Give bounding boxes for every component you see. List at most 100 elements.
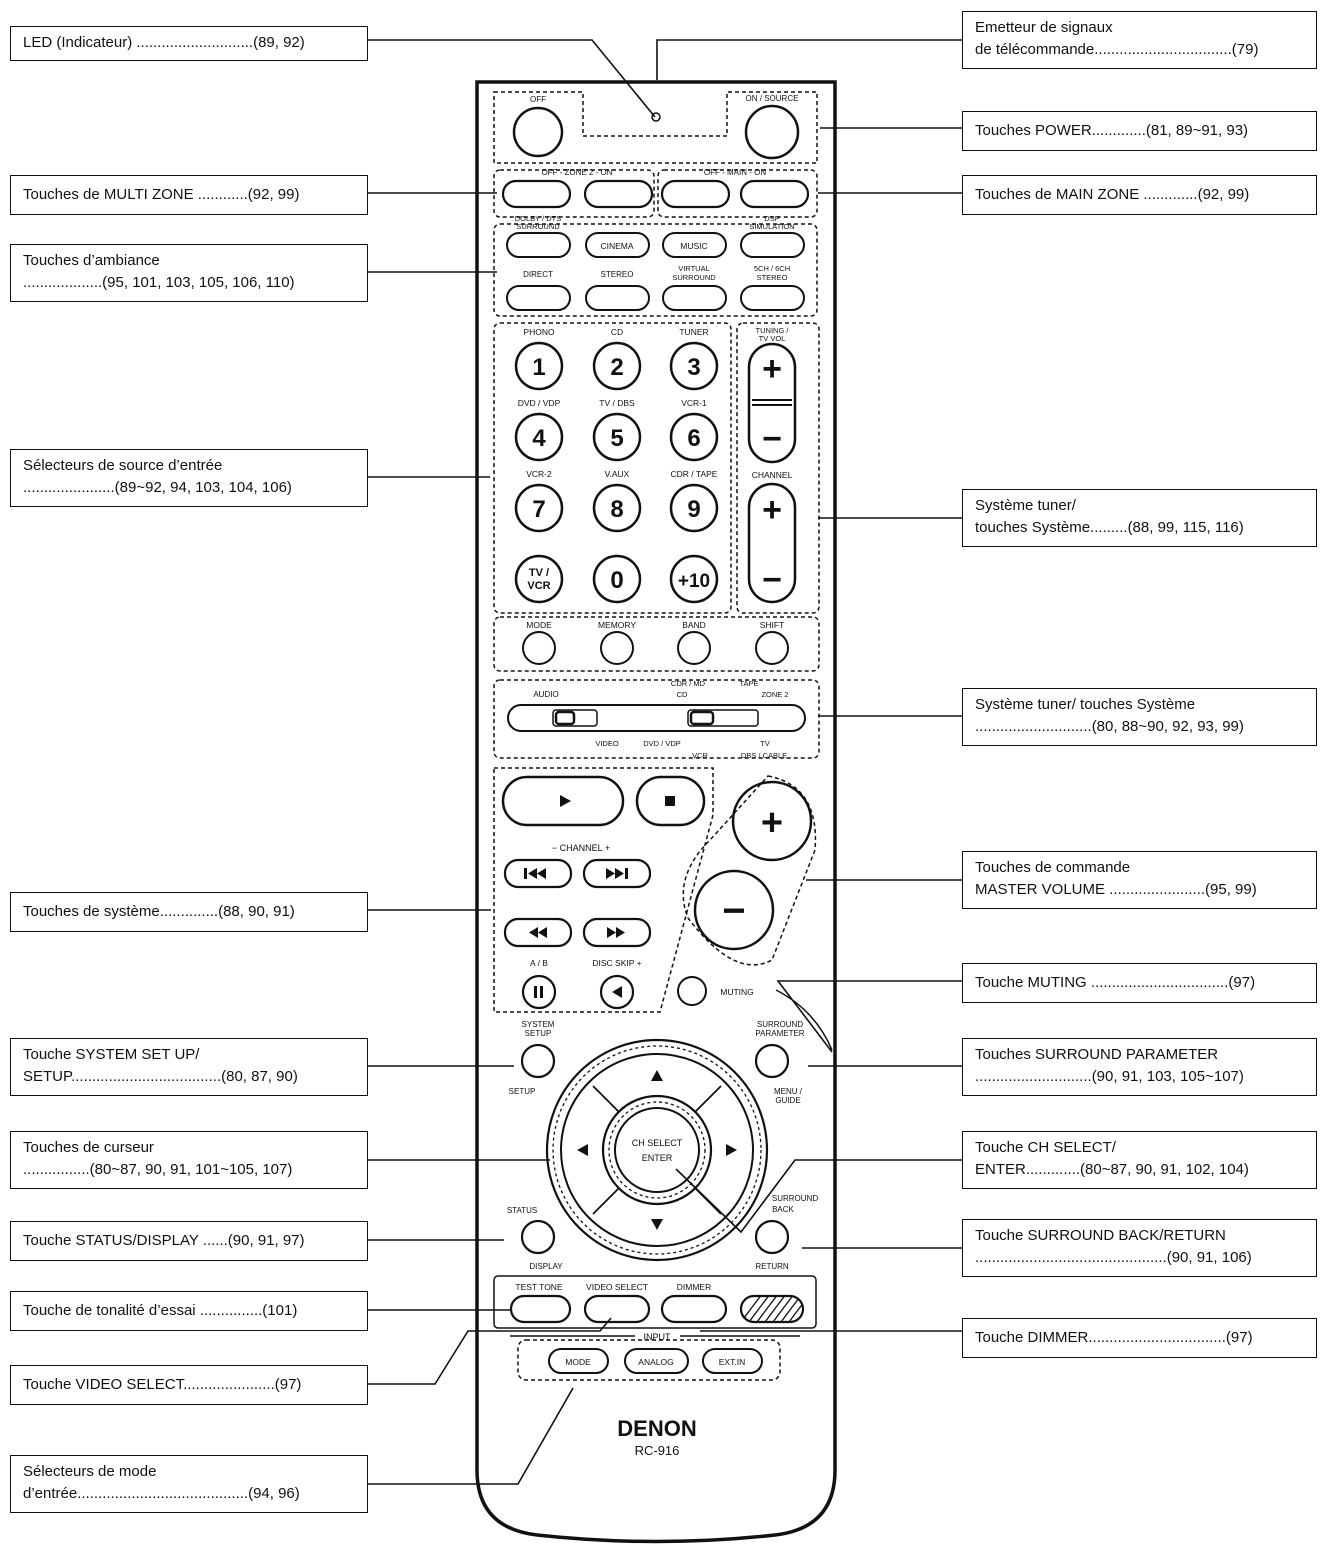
- status-label: STATUS: [507, 1206, 537, 1215]
- band-label: BAND: [682, 620, 706, 630]
- channel-label: CHANNEL: [752, 470, 793, 480]
- power-off-button[interactable]: [512, 106, 564, 158]
- remote-body: [475, 80, 837, 1544]
- callout-power: Touches POWER.............(81, 89~91, 93…: [962, 111, 1317, 151]
- key-5[interactable]: 5: [610, 425, 623, 452]
- callout-ch-select: Touche CH SELECT/ ENTER.............(80~…: [962, 1131, 1317, 1189]
- dimmer-label: DIMMER: [677, 1282, 711, 1292]
- tuner-label: TUNER: [679, 327, 708, 337]
- off-label: OFF: [530, 95, 546, 104]
- music-label: MUSIC: [680, 241, 707, 251]
- callout-tuner-2: Système tuner/ touches Système .........…: [962, 688, 1317, 746]
- key-tv-vcr-2[interactable]: VCR: [527, 580, 550, 592]
- key-tv-vcr[interactable]: TV /: [529, 567, 549, 579]
- channel-transport-label: − CHANNEL +: [552, 843, 610, 853]
- key-7[interactable]: 7: [532, 496, 545, 523]
- callout-status-display: Touche STATUS/DISPLAY ......(90, 91, 97): [10, 1221, 368, 1261]
- callout-surround-back: Touche SURROUND BACK/RETURN ............…: [962, 1219, 1317, 1277]
- key-3[interactable]: 3: [687, 354, 700, 381]
- system-label: SYSTEM: [522, 1020, 555, 1029]
- surround-back-label: SURROUND: [772, 1194, 818, 1203]
- dvd-vdp-label: DVD / VDP: [518, 398, 561, 408]
- zone2-switch-label: ZONE 2: [761, 690, 788, 699]
- input-label: INPUT: [644, 1332, 672, 1342]
- channel-up-button[interactable]: +: [762, 491, 782, 529]
- key-4[interactable]: 4: [532, 425, 546, 452]
- callout-system-setup: Touche SYSTEM SET UP/ SETUP.............…: [10, 1038, 368, 1096]
- tuning-down-button[interactable]: −: [762, 420, 782, 458]
- video-select-label: VIDEO SELECT: [586, 1282, 648, 1292]
- cdr-tape-label: CDR / TAPE: [671, 469, 718, 479]
- zone2-label: OFF - ZONE 2 - ON: [541, 168, 612, 177]
- system-setup-label: SETUP: [525, 1029, 552, 1038]
- callout-surround-parameter: Touches SURROUND PARAMETER .............…: [962, 1038, 1317, 1096]
- model-label: RC-916: [635, 1443, 680, 1458]
- ab-label: A / B: [530, 958, 548, 968]
- dolby-label: DOLBY / DTS: [515, 214, 562, 223]
- ext-in-button[interactable]: EXT.IN: [719, 1357, 745, 1367]
- phono-label: PHONO: [523, 327, 555, 337]
- on-source-label: ON / SOURCE: [746, 94, 799, 103]
- callout-tonalite: Touche de tonalité d’essai .............…: [10, 1291, 368, 1331]
- callout-systeme: Touches de système..............(88, 90,…: [10, 892, 368, 932]
- callout-multi-zone: Touches de MULTI ZONE ............(92, 9…: [10, 175, 368, 215]
- shift-label: SHIFT: [760, 620, 785, 630]
- ch-select-button[interactable]: CH SELECT: [632, 1138, 683, 1148]
- callout-muting: Touche MUTING ..........................…: [962, 963, 1317, 1003]
- muting-label: MUTING: [720, 987, 754, 997]
- enter-button[interactable]: ENTER: [642, 1153, 673, 1163]
- callout-ambiance: Touches d’ambiance ...................(9…: [10, 244, 368, 302]
- callout-curseur: Touches de curseur ................(80~8…: [10, 1131, 368, 1189]
- brand-logo: DENON: [617, 1416, 696, 1441]
- parameter-label: PARAMETER: [755, 1029, 804, 1038]
- tv-vol-label: TV VOL: [759, 334, 786, 343]
- vcr1-label: VCR-1: [681, 398, 707, 408]
- disc-skip-label: DISC SKIP +: [592, 958, 641, 968]
- callout-emetteur: Emetteur de signaux de télécommande.....…: [962, 11, 1317, 69]
- input-mode-button[interactable]: MODE: [565, 1357, 591, 1367]
- stereo-label: STEREO: [601, 270, 634, 279]
- ch-stereo-label-2: STEREO: [757, 273, 788, 282]
- callout-source: Sélecteurs de source d’entrée ..........…: [10, 449, 368, 507]
- key-6[interactable]: 6: [687, 425, 700, 452]
- test-tone-label: TEST TONE: [515, 1282, 563, 1292]
- vcr2-label: VCR-2: [526, 469, 552, 479]
- cdr-md-label: CDR / MD: [671, 679, 706, 688]
- mode-label: MODE: [526, 620, 552, 630]
- callout-mode: Sélecteurs de mode d’entrée.............…: [10, 1455, 368, 1513]
- cd-label: CD: [611, 327, 623, 337]
- audio-label: AUDIO: [533, 690, 558, 699]
- key-9[interactable]: 9: [687, 496, 700, 523]
- vaux-label: V.AUX: [605, 469, 630, 479]
- dvd-vdp-switch-label: DVD / VDP: [643, 739, 681, 748]
- dsp-label: DSP: [764, 214, 779, 223]
- analog-button[interactable]: ANALOG: [638, 1357, 673, 1367]
- virtual-label-2: SURROUND: [672, 273, 716, 282]
- callout-main-zone: Touches de MAIN ZONE .............(92, 9…: [962, 175, 1317, 215]
- channel-down-button[interactable]: −: [762, 561, 782, 599]
- key-1[interactable]: 1: [532, 354, 545, 381]
- volume-down-button[interactable]: −: [722, 889, 745, 933]
- tuning-up-button[interactable]: +: [762, 350, 782, 388]
- key-8[interactable]: 8: [610, 496, 623, 523]
- video-label: VIDEO: [595, 739, 619, 748]
- callout-tuner-1: Système tuner/ touches Système.........(…: [962, 489, 1317, 547]
- tv-switch-label: TV: [760, 739, 770, 748]
- key-plus-10[interactable]: +10: [678, 571, 710, 592]
- volume-up-button[interactable]: +: [761, 802, 783, 844]
- key-2[interactable]: 2: [610, 354, 623, 381]
- cd-switch-label: CD: [677, 690, 688, 699]
- direct-label: DIRECT: [523, 270, 553, 279]
- menu-label: MENU /: [774, 1087, 803, 1096]
- power-on-button[interactable]: [744, 104, 800, 160]
- setup-label: SETUP: [509, 1087, 536, 1096]
- surround-param-label: SURROUND: [757, 1020, 803, 1029]
- dbs-cable-label: DBS / CABLE: [741, 751, 787, 760]
- ch-stereo-label: 5CH / 6CH: [754, 264, 790, 273]
- callout-master-volume: Touches de commande MASTER VOLUME ......…: [962, 851, 1317, 909]
- led-indicator: [651, 112, 661, 122]
- callout-video-select: Touche VIDEO SELECT.....................…: [10, 1365, 368, 1405]
- key-0[interactable]: 0: [610, 567, 623, 594]
- tv-dbs-label: TV / DBS: [599, 398, 635, 408]
